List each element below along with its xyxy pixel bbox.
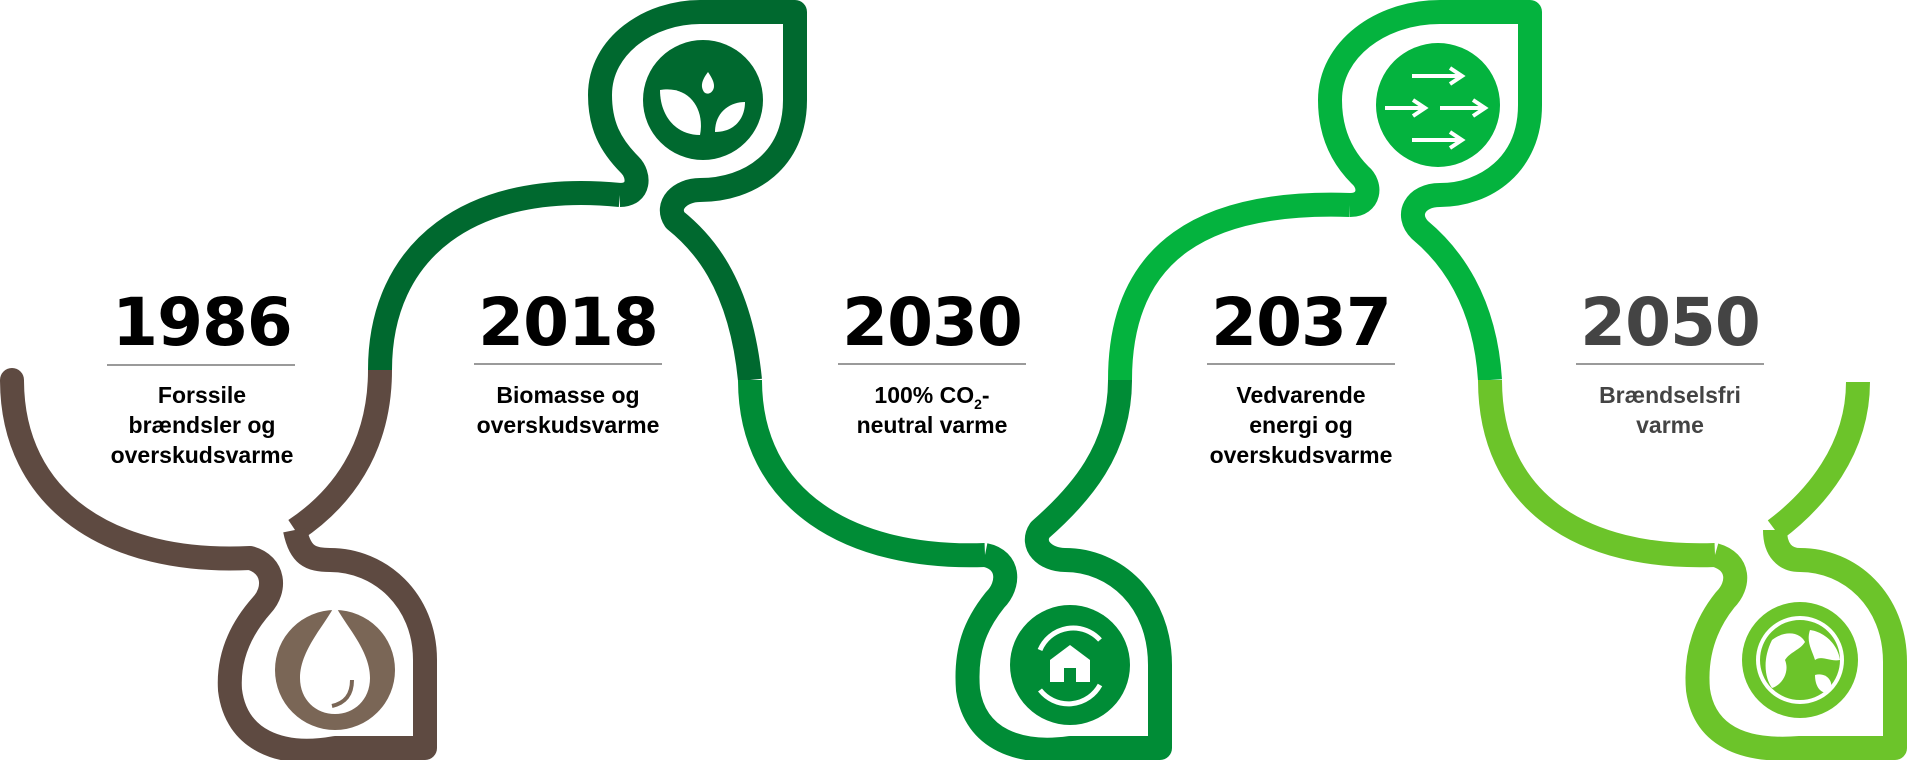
- milestone-1986: 1986 Forssile brændsler og overskudsvarm…: [107, 284, 295, 468]
- globe-frame-2050: [1685, 529, 1907, 760]
- path-2037: [1108, 192, 1351, 381]
- segment-2050: [1478, 379, 1907, 760]
- arrows-icon-bg: [1376, 43, 1500, 167]
- desc-2037-line2: energi og: [1249, 412, 1353, 438]
- path-2018: [368, 181, 622, 371]
- milestone-2037: 2037 Vedvarende energi og overskudsvarme: [1207, 284, 1395, 468]
- path-1986: [0, 368, 262, 571]
- leaf-frame-2018: [588, 0, 807, 382]
- leaves-icon-bg: [643, 40, 763, 160]
- path-2030: [738, 379, 986, 568]
- desc-2037-line1: Vedvarende: [1236, 382, 1365, 408]
- segment-2018: [368, 0, 807, 382]
- desc-2050-line1: Brændselsfri: [1599, 382, 1741, 408]
- desc-2018-line1: Biomasse og: [496, 382, 639, 408]
- year-2018: 2018: [478, 284, 658, 361]
- desc-1986-line1: Forssile: [158, 382, 246, 408]
- milestone-2030: 2030 100% CO2- neutral varme: [838, 284, 1026, 438]
- drop-frame-1986: [217, 527, 437, 760]
- oil-drop-shine: [331, 679, 354, 708]
- arrows-icon: [1385, 66, 1489, 150]
- desc-2030-line1: 100% CO2-: [874, 382, 989, 412]
- leaves-icon: [660, 72, 745, 135]
- year-2030: 2030: [842, 284, 1022, 361]
- recycle-house-icon: [1037, 625, 1103, 707]
- year-2050: 2050: [1580, 284, 1760, 361]
- desc-2050-line2: varme: [1636, 412, 1704, 438]
- arrow-frame-2037: [1318, 0, 1542, 381]
- segment-2037: [1108, 0, 1542, 381]
- path-2050: [1478, 379, 1716, 568]
- path-1986-up: [288, 369, 392, 540]
- segment-2030: [738, 379, 1172, 760]
- desc-1986-line2: brændsler og: [129, 412, 276, 438]
- milestone-2018: 2018 Biomasse og overskudsvarme: [474, 284, 662, 438]
- year-2037: 2037: [1211, 284, 1391, 361]
- globe-land: [1765, 630, 1840, 693]
- path-2050-right: [1767, 381, 1870, 540]
- desc-2037-line3: overskudsvarme: [1210, 442, 1393, 468]
- globe-icon: [1756, 616, 1844, 704]
- house-frame-2030: [955, 379, 1172, 760]
- desc-2030-line2: neutral varme: [857, 412, 1008, 438]
- segment-1986: [0, 368, 437, 760]
- desc-1986-line3: overskudsvarme: [111, 442, 294, 468]
- milestone-2050: 2050 Brændselsfri varme: [1576, 284, 1764, 438]
- year-1986: 1986: [112, 284, 292, 361]
- desc-2018-line2: overskudsvarme: [477, 412, 660, 438]
